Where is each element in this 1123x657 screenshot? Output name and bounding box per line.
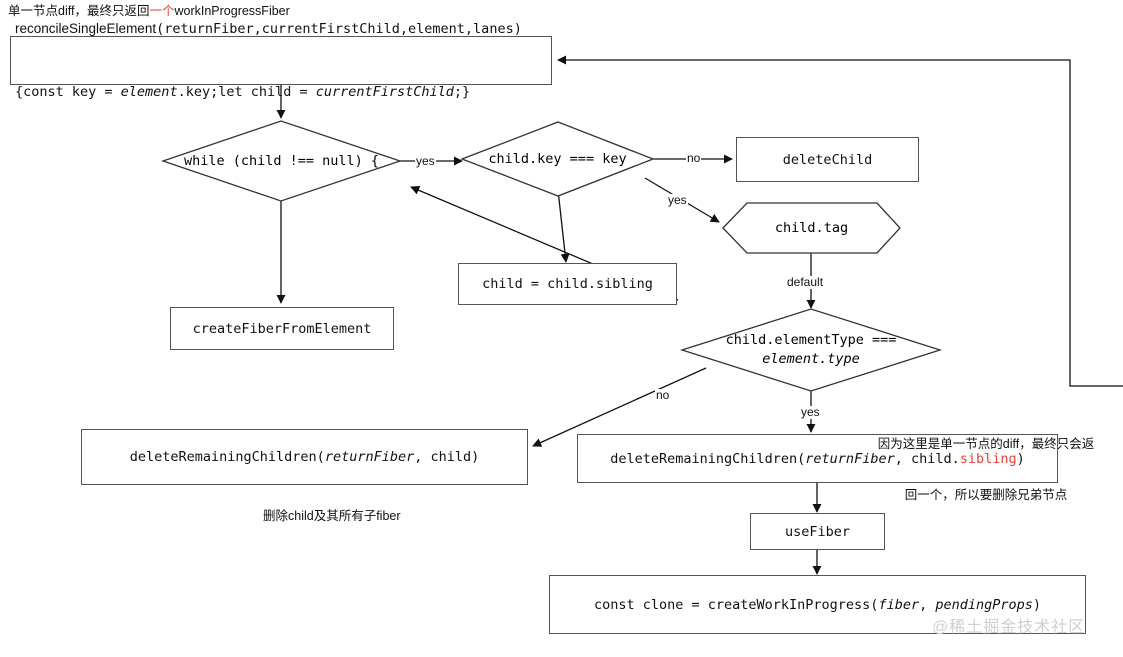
entry-line2-currentfirstchild: currentFirstChild <box>315 84 454 100</box>
annotation-right-note: 因为这里是单一节点的diff，最终只会返 回一个，所以要删除兄弟节点 <box>866 402 1106 538</box>
entry-line2-e: ;} <box>453 84 471 100</box>
node-use-fiber[interactable]: useFiber <box>750 513 885 550</box>
drc-left-c: , child) <box>414 449 480 465</box>
node-reconcile-single-element[interactable]: reconcileSingleElement(returnFiber,curre… <box>10 21 552 100</box>
node-create-fiber-from-element[interactable]: createFiberFromElement <box>170 307 394 350</box>
drc-right-e: ) <box>1016 450 1025 467</box>
drc-right-a: deleteRemainingChildren( <box>610 450 806 467</box>
drc-right-c: , child. <box>894 450 960 467</box>
create-fiber-label: createFiberFromElement <box>192 320 372 337</box>
edge-label-key-yes: yes <box>667 193 688 207</box>
while-loop-label: while (child !== null) { <box>183 153 380 169</box>
page-title-prefix: 单一节点diff，最终只返回 <box>8 4 150 18</box>
annotation-left-caption: 删除child及其所有子fiber <box>263 509 401 523</box>
node-create-work-in-progress[interactable]: const clone = createWorkInProgress(fiber… <box>549 575 1086 634</box>
entry-line2-c: .key;let child = <box>177 84 316 100</box>
annotation-right-note-line2: 回一个，所以要删除兄弟节点 <box>904 488 1068 502</box>
child-tag-label: child.tag <box>774 220 849 236</box>
clone-fiber: fiber <box>878 596 920 613</box>
delete-child-label: deleteChild <box>782 151 873 168</box>
entry-line2-a: {const key = <box>15 84 121 100</box>
node-key-check[interactable]: child.key === key <box>462 122 653 196</box>
node-element-type-check[interactable]: child.elementType === element.type <box>682 309 940 391</box>
drc-left-returnfiber: returnFiber <box>324 449 415 465</box>
node-while-loop[interactable]: while (child !== null) { <box>163 121 400 201</box>
drc-right-returnfiber: returnFiber <box>805 450 895 467</box>
edge-label-key-no: no <box>686 151 702 165</box>
entry-line2-element: element <box>120 84 178 100</box>
page-title: 单一节点diff，最终只返回一个workInProgressFiber <box>8 3 290 20</box>
node-delete-remaining-children-sibling[interactable]: deleteRemainingChildren(returnFiber, chi… <box>577 434 1058 483</box>
entry-fn-args: (returnFiber,currentFirstChild,element,l… <box>156 21 522 37</box>
watermark: @稀土掘金技术社区 <box>932 619 1086 636</box>
use-fiber-label: useFiber <box>784 523 851 540</box>
page-title-highlight: 一个 <box>149 4 175 18</box>
key-check-label: child.key === key <box>488 151 627 167</box>
page-title-suffix: workInProgressFiber <box>174 4 290 18</box>
clone-pendingprops: pendingProps <box>935 596 1033 613</box>
clone-a: const clone = createWorkInProgress( <box>593 596 879 613</box>
element-type-line2: element.type <box>762 351 860 367</box>
clone-c: , <box>919 596 936 613</box>
drc-right-sibling: sibling <box>959 450 1017 467</box>
edge-label-while-yes: yes <box>415 154 436 168</box>
edge-label-tag-default: default <box>786 275 825 289</box>
clone-e: ) <box>1032 596 1042 613</box>
annotation-right-note-line1: 因为这里是单一节点的diff，最终只会返 <box>877 437 1095 451</box>
drc-left-a: deleteRemainingChildren( <box>129 449 325 465</box>
child-sibling-label: child = child.sibling <box>482 276 653 292</box>
entry-fn-name: reconcileSingleElement <box>15 21 157 36</box>
edge-label-type-no: no <box>655 388 671 402</box>
element-type-line1: child.elementType === <box>725 332 897 348</box>
node-child-sibling-assign[interactable]: child = child.sibling <box>458 263 677 305</box>
node-child-tag[interactable]: child.tag <box>723 203 900 253</box>
node-delete-remaining-children-child[interactable]: deleteRemainingChildren(returnFiber, chi… <box>81 429 528 485</box>
edge-label-type-yes: yes <box>800 405 821 419</box>
node-delete-child[interactable]: deleteChild <box>736 137 919 182</box>
